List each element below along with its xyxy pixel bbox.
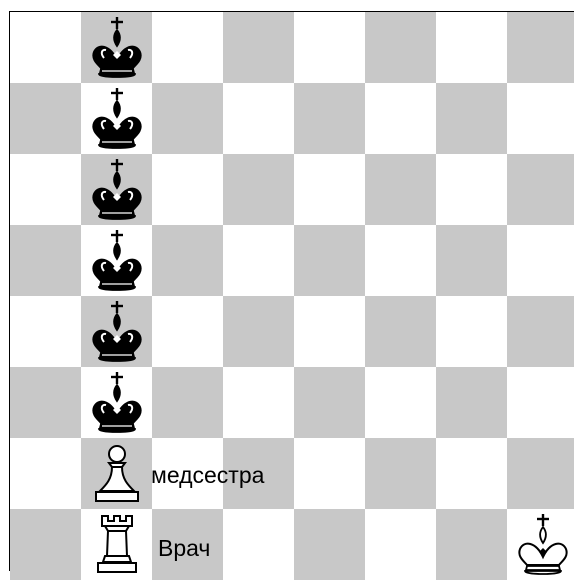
board-square[interactable]: [81, 509, 152, 580]
board-square[interactable]: [507, 83, 574, 154]
board-square[interactable]: [10, 225, 81, 296]
board-square[interactable]: [152, 367, 223, 438]
board-square[interactable]: [436, 296, 507, 367]
black-king-icon[interactable]: [86, 157, 148, 221]
board-square[interactable]: [294, 367, 365, 438]
board-square[interactable]: [294, 296, 365, 367]
board-square[interactable]: [81, 225, 152, 296]
board-square[interactable]: [81, 438, 152, 509]
board-square[interactable]: [365, 438, 436, 509]
board-square[interactable]: [365, 509, 436, 580]
board-square[interactable]: [436, 367, 507, 438]
board-square[interactable]: [152, 296, 223, 367]
board-square[interactable]: [365, 225, 436, 296]
board-square[interactable]: [507, 509, 574, 580]
board-square[interactable]: [365, 367, 436, 438]
board-square[interactable]: [436, 438, 507, 509]
board-square[interactable]: [365, 154, 436, 225]
pawn-label: медсестра: [151, 464, 264, 487]
board-square[interactable]: [152, 83, 223, 154]
white-rook-icon[interactable]: [86, 512, 148, 576]
board-square[interactable]: [223, 367, 294, 438]
board-square[interactable]: [507, 296, 574, 367]
black-king-icon[interactable]: [86, 370, 148, 434]
board-square[interactable]: [294, 154, 365, 225]
board-square[interactable]: [436, 83, 507, 154]
board-square[interactable]: [152, 12, 223, 83]
chess-board: [9, 11, 574, 571]
board-square[interactable]: [10, 367, 81, 438]
board-square[interactable]: [10, 154, 81, 225]
board-square[interactable]: [294, 509, 365, 580]
board-square[interactable]: [10, 438, 81, 509]
board-square[interactable]: [507, 438, 574, 509]
white-king-icon[interactable]: [512, 512, 574, 576]
board-square[interactable]: [81, 367, 152, 438]
board-square[interactable]: [365, 83, 436, 154]
black-king-icon[interactable]: [86, 15, 148, 79]
board-square[interactable]: [81, 154, 152, 225]
board-square[interactable]: [436, 12, 507, 83]
board-square[interactable]: [10, 296, 81, 367]
board-square[interactable]: [507, 367, 574, 438]
board-square[interactable]: [294, 225, 365, 296]
board-square[interactable]: [10, 509, 81, 580]
board-square[interactable]: [436, 225, 507, 296]
board-square[interactable]: [294, 12, 365, 83]
board-square[interactable]: [152, 225, 223, 296]
board-square[interactable]: [81, 296, 152, 367]
board-square[interactable]: [223, 296, 294, 367]
black-king-icon[interactable]: [86, 86, 148, 150]
black-king-icon[interactable]: [86, 299, 148, 363]
board-square[interactable]: [152, 154, 223, 225]
board-square[interactable]: [365, 296, 436, 367]
board-square[interactable]: [10, 83, 81, 154]
board-square[interactable]: [365, 12, 436, 83]
board-square[interactable]: [81, 12, 152, 83]
rook-label: Врач: [158, 537, 210, 560]
board-square[interactable]: [507, 12, 574, 83]
board-square[interactable]: [436, 509, 507, 580]
board-square[interactable]: [81, 83, 152, 154]
black-king-icon[interactable]: [86, 228, 148, 292]
board-square[interactable]: [294, 438, 365, 509]
board-square[interactable]: [223, 154, 294, 225]
board-square[interactable]: [436, 154, 507, 225]
board-square[interactable]: [294, 83, 365, 154]
board-square[interactable]: [507, 154, 574, 225]
board-square[interactable]: [223, 509, 294, 580]
board-square[interactable]: [507, 225, 574, 296]
white-pawn-icon[interactable]: [86, 441, 148, 505]
board-square[interactable]: [10, 12, 81, 83]
board-square[interactable]: [223, 225, 294, 296]
board-square[interactable]: [223, 83, 294, 154]
board-square[interactable]: [223, 12, 294, 83]
